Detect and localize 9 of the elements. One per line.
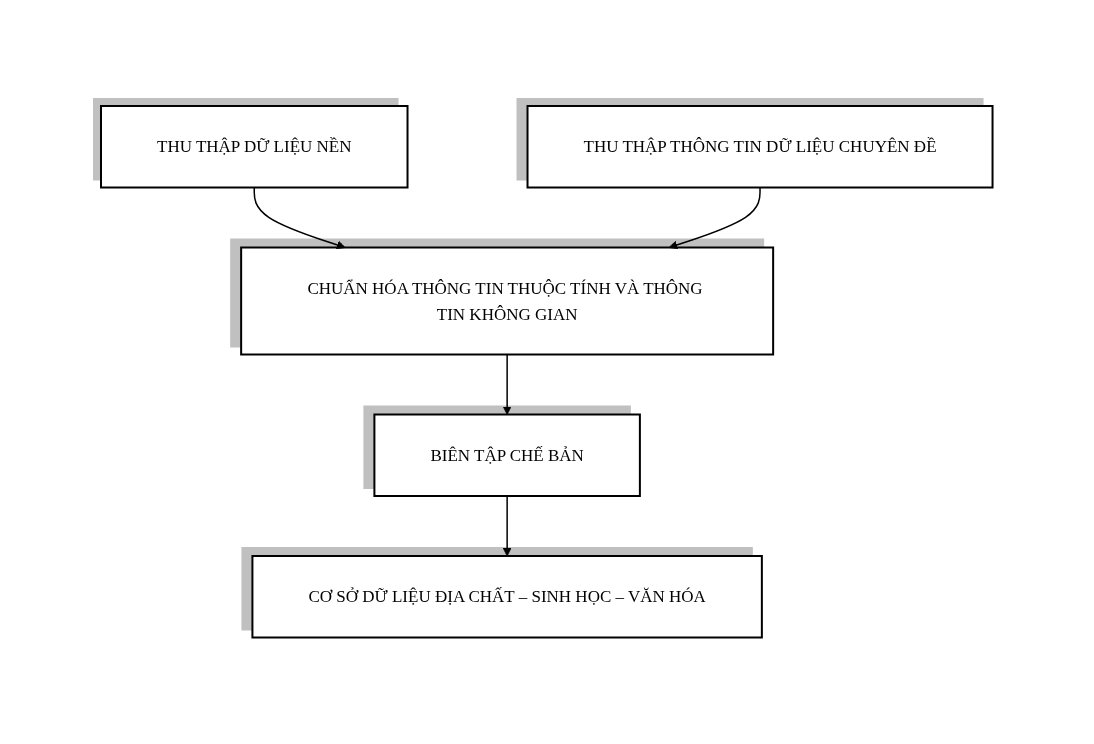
arrow — [503, 354, 512, 416]
node-box: BIÊN TẬP CHẾ BẢN — [373, 413, 642, 498]
node-box: THU THẬP THÔNG TIN DỮ LIỆU CHUYÊN ĐỀ — [526, 105, 994, 189]
arrow — [669, 187, 761, 250]
arrow — [503, 495, 512, 557]
node-box: CHUẨN HÓA THÔNG TIN THUỘC TÍNH VÀ THÔNG TIN KHÔNG GIAN — [240, 246, 775, 356]
arrow — [253, 187, 346, 250]
node-box: THU THẬP DỮ LIỆU NỀN — [100, 105, 409, 189]
node-box: CƠ SỞ DỮ LIỆU ĐỊA CHẤT – SINH HỌC – VĂN HÓA — [251, 555, 764, 639]
